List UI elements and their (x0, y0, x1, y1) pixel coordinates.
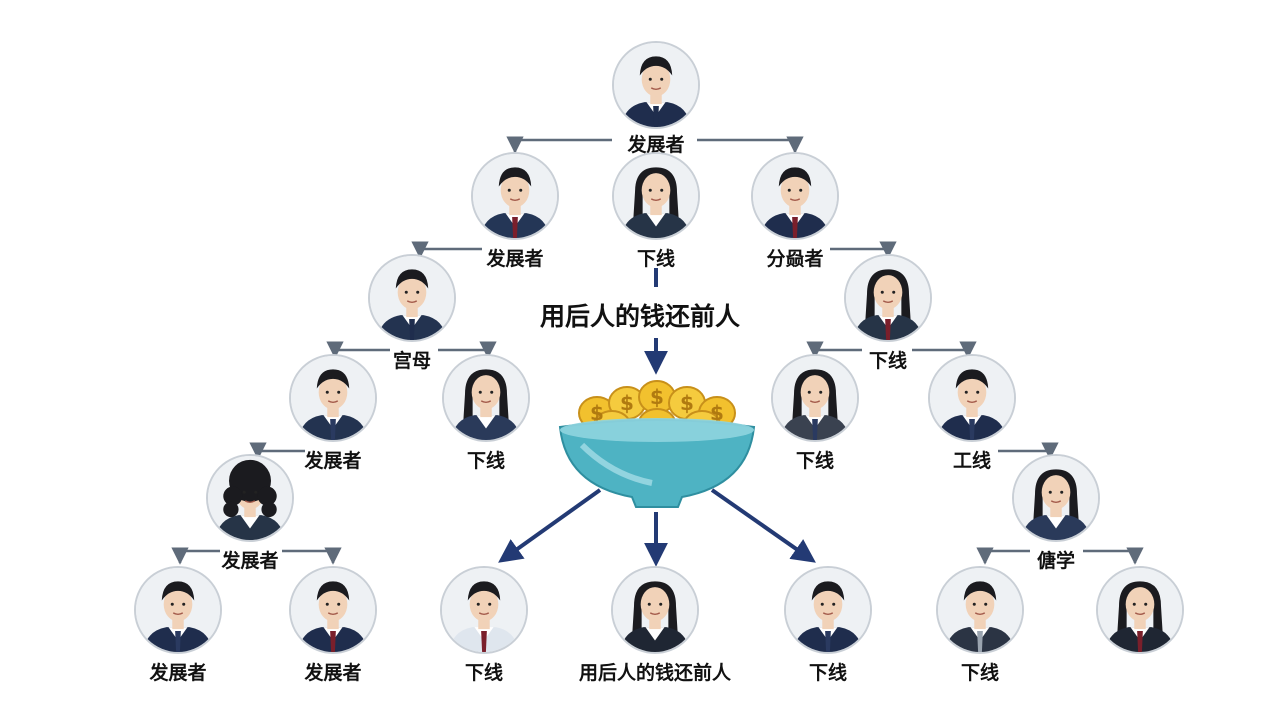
person-node: 下线 (771, 354, 859, 472)
person-role-label: 工线 (952, 450, 991, 472)
person-role-label: 下线 (464, 662, 503, 684)
person-node: 分赑者 (751, 152, 839, 270)
person-node: 下线 (844, 254, 932, 372)
person-avatar-icon (442, 354, 530, 442)
person-avatar-icon (1096, 566, 1184, 654)
person-node: 下线 (784, 566, 872, 684)
arrow-bowl-right (710, 488, 816, 563)
person-avatar-icon (206, 454, 294, 542)
person-role-label: 发展者 (304, 450, 362, 472)
svg-text:$: $ (620, 391, 634, 415)
person-role-label: 宫母 (392, 350, 431, 372)
person-role-label: 发展者 (149, 662, 207, 684)
person-node: 发展者 (471, 152, 559, 270)
branch-line (506, 136, 612, 154)
svg-text:$: $ (590, 401, 604, 425)
svg-text:$: $ (710, 401, 724, 425)
person-node: 发展者 (134, 566, 222, 684)
person-role-label: 用后人的钱还前人 (578, 662, 731, 684)
person-node: 发展者 (289, 354, 377, 472)
person-node: 下线 (442, 354, 530, 472)
arrow-bowl-left (498, 488, 602, 563)
person-avatar-icon (612, 41, 700, 129)
branch-line (1083, 547, 1144, 565)
branch-line (282, 547, 342, 565)
person-avatar-icon (1012, 454, 1100, 542)
person-avatar-icon (368, 254, 456, 342)
person-avatar-icon (134, 566, 222, 654)
person-avatar-icon (928, 354, 1016, 442)
person-avatar-icon (471, 152, 559, 240)
person-avatar-icon (440, 566, 528, 654)
person-role-label: 发展者 (627, 134, 685, 156)
money-bowl-icon: $ $ $ $ $ (558, 380, 756, 508)
person-role-label: 下线 (808, 662, 847, 684)
person-avatar-icon (936, 566, 1024, 654)
person-node: 发展者 (206, 454, 294, 572)
person-node: 发展者 (289, 566, 377, 684)
branch-line (976, 547, 1030, 565)
center-title: 用后人的钱还前人 (539, 302, 740, 331)
person-role-label: 下线 (466, 450, 505, 472)
person-node: 下线 (612, 152, 700, 270)
branch-line (697, 136, 804, 154)
branch-connectors (171, 136, 1144, 565)
person-role-label: 下线 (868, 350, 907, 372)
svg-text:$: $ (680, 391, 694, 415)
person-node: 宫母 (368, 254, 456, 372)
person-node: 下线 (936, 566, 1024, 684)
person-role-label: 分赑者 (766, 248, 824, 270)
person-role-label: 发展者 (221, 550, 279, 572)
person-avatar-icon (751, 152, 839, 240)
person-role-label: 傏学 (1036, 550, 1075, 572)
money-flow-arrows (498, 268, 816, 567)
person-avatar-icon (289, 354, 377, 442)
person-node: 用后人的钱还前人 (579, 566, 731, 684)
branch-line (171, 547, 220, 565)
svg-text:$: $ (650, 385, 664, 409)
person-node-top: 发展者 (612, 41, 700, 156)
person-role-label: 下线 (960, 662, 999, 684)
person-avatar-icon (844, 254, 932, 342)
person-avatar-icon (612, 152, 700, 240)
person-node: 下线 (440, 566, 528, 684)
person-role-label: 下线 (636, 248, 675, 270)
person-avatar-icon (289, 566, 377, 654)
person-node: 工线 (928, 354, 1016, 472)
person-avatar-icon (771, 354, 859, 442)
person-node: 傏学 (1012, 454, 1100, 572)
person-role-label: 发展者 (304, 662, 362, 684)
person-role-label: 下线 (795, 450, 834, 472)
person-avatar-icon (611, 566, 699, 654)
person-node (1096, 566, 1184, 654)
person-avatar-icon (784, 566, 872, 654)
person-role-label: 发展者 (486, 248, 544, 270)
